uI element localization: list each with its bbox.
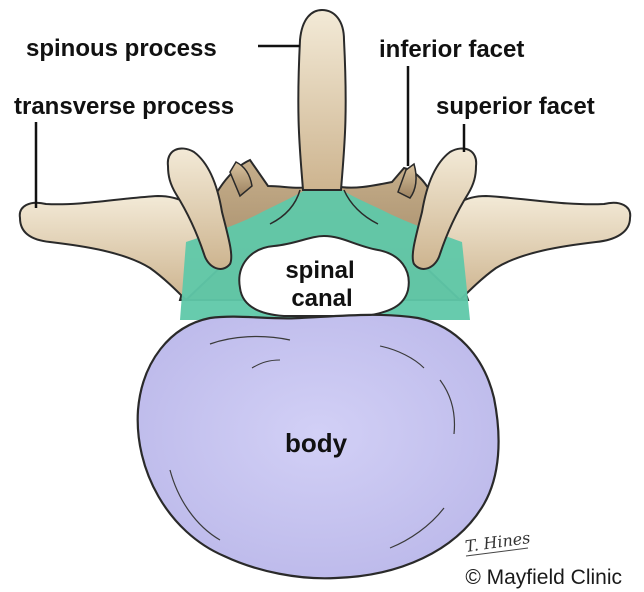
label-inferior-facet: inferior facet [379, 36, 524, 63]
copyright-text: © Mayfield Clinic [465, 566, 622, 589]
label-spinal: spinal [285, 257, 354, 284]
label-superior-facet: superior facet [436, 93, 595, 120]
spinous-process-shape [298, 10, 345, 190]
label-canal: canal [291, 285, 352, 312]
label-transverse-process: transverse process [14, 93, 234, 120]
label-spinous-process: spinous process [26, 35, 217, 62]
label-body: body [285, 428, 348, 458]
